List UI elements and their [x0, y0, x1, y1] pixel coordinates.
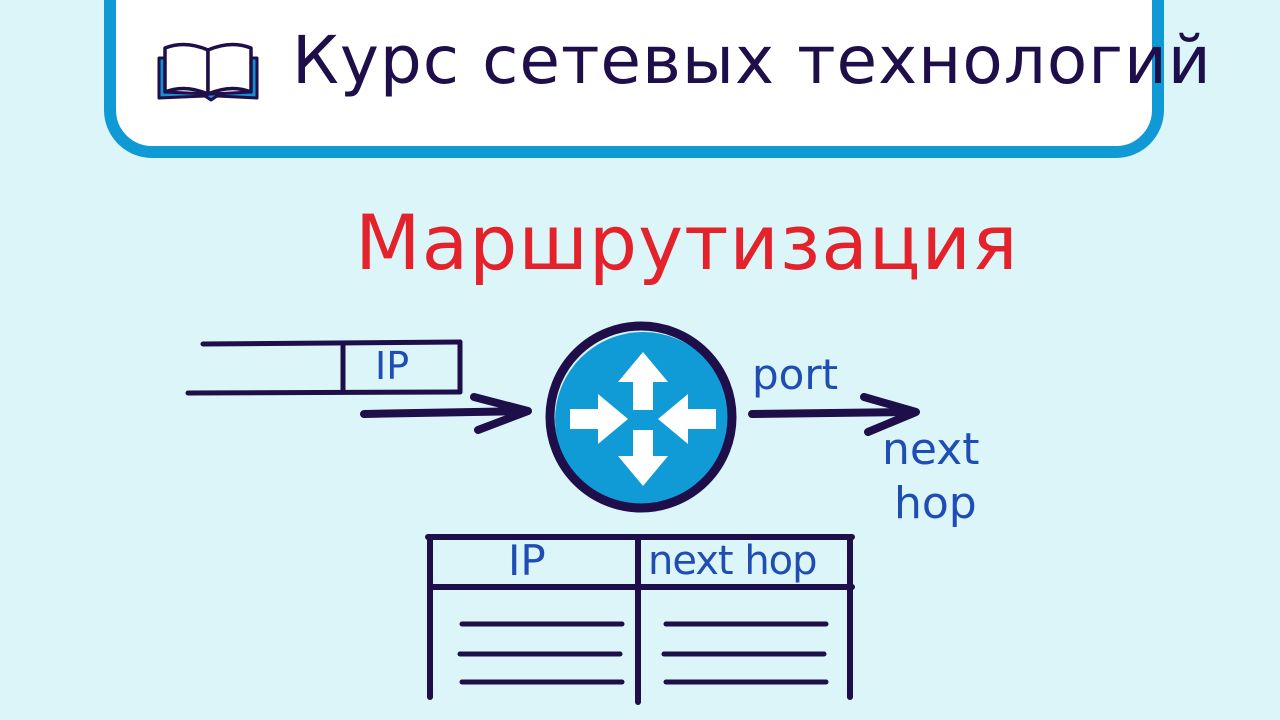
table-header-next-hop: next hop: [648, 538, 818, 584]
router-arrows-icon: [545, 321, 737, 513]
open-book-icon: [157, 42, 259, 102]
packet-ip-label: IP: [375, 344, 410, 388]
incoming-arrow-icon: [360, 393, 532, 434]
routing-table: [425, 534, 855, 705]
packet: [185, 339, 463, 396]
outgoing-arrow-icon: [748, 393, 920, 436]
port-label: port: [752, 350, 839, 399]
header-card: [104, 0, 1164, 158]
topic-title: Маршрутизация: [355, 198, 1019, 287]
course-title: Курс сетевых технологий: [292, 22, 1212, 99]
next-hop-label-line1: next: [882, 424, 980, 475]
next-hop-label-line2: hop: [894, 478, 977, 529]
table-header-ip: IP: [508, 536, 546, 585]
